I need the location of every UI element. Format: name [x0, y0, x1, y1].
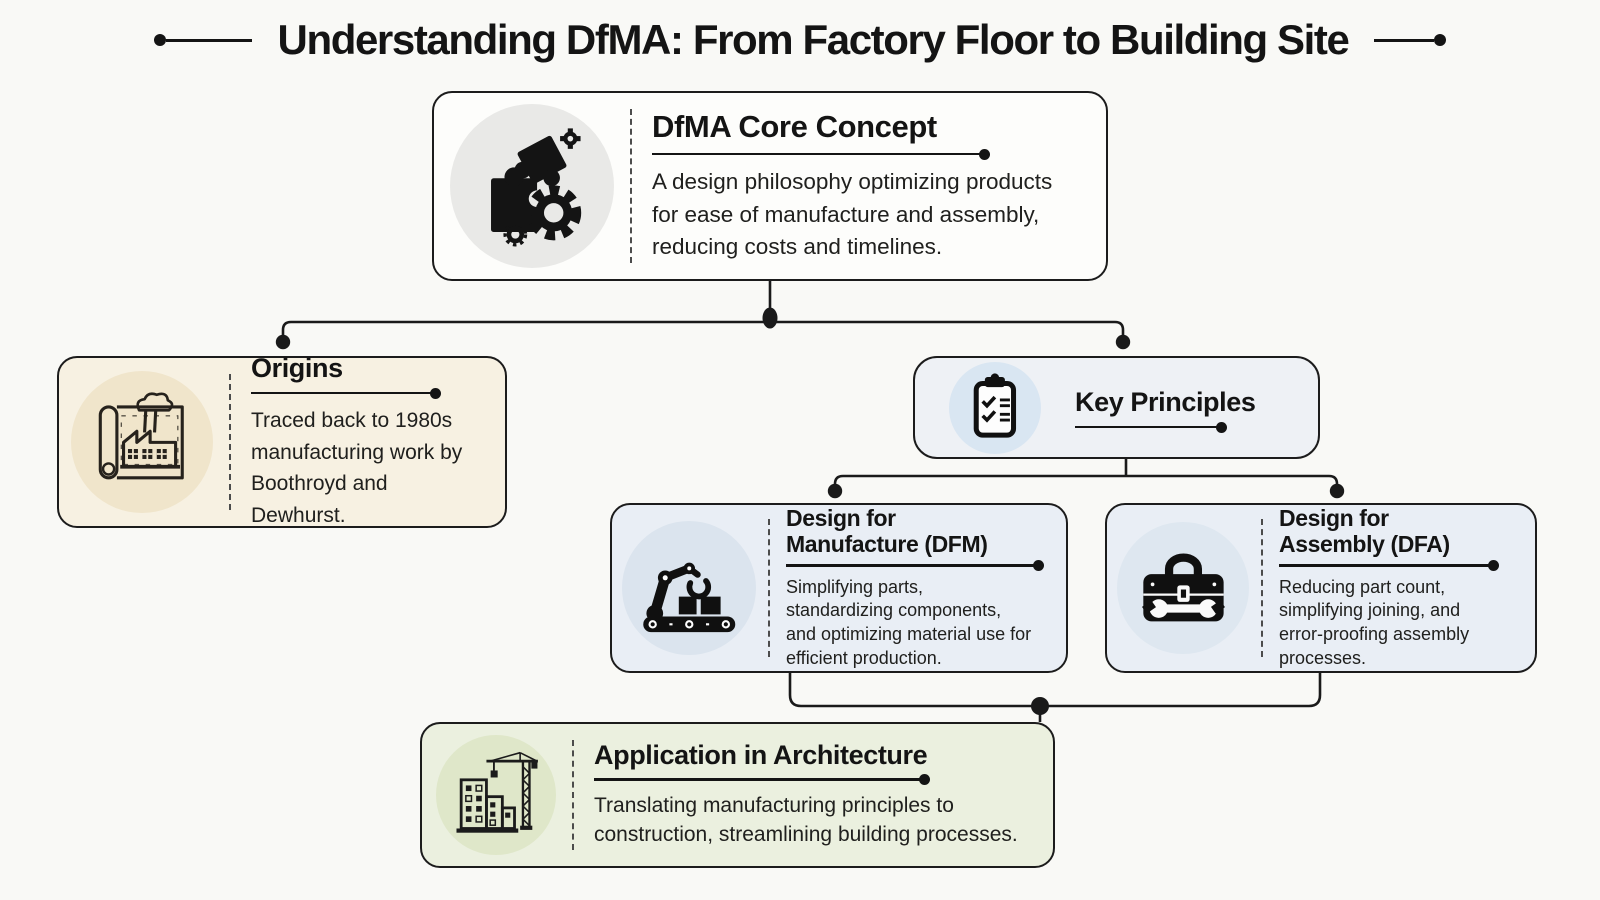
node-description: A design philosophy optimizing products …	[652, 169, 1053, 259]
junction-node	[1115, 334, 1131, 350]
dashed-divider	[572, 740, 574, 850]
page-title: Understanding DfMA: From Factory Floor t…	[277, 16, 1350, 63]
title-underline	[594, 773, 930, 786]
decoration-line	[1374, 38, 1435, 42]
node-title: Application in Architecture	[594, 739, 928, 770]
node-origins: Origins Traced back to 1980s manufacturi…	[57, 352, 507, 528]
node-title: Origins	[251, 352, 343, 383]
junction-node	[1329, 483, 1345, 499]
dashed-divider	[630, 109, 632, 263]
junction-node	[827, 483, 843, 499]
node-title: Design for Assembly (DFA)	[1279, 505, 1450, 558]
node-design-for-assembly: Design for Assembly (DFA) Reducing part …	[1105, 503, 1537, 673]
connector-branch-bottom	[788, 673, 1322, 708]
node-design-for-manufacture: Design for Manufacture (DFM) Simplifying…	[610, 503, 1068, 673]
node-title: Key Principles	[1075, 386, 1256, 417]
dashed-divider	[1261, 519, 1263, 657]
factory-blueprint-icon	[71, 371, 213, 513]
junction-node	[275, 334, 291, 350]
title-underline	[251, 387, 441, 400]
decoration-dot-icon	[1434, 34, 1447, 46]
connector-branch-top	[281, 320, 1125, 341]
node-description: Traced back to 1980s manufacturing work …	[251, 409, 463, 527]
building-crane-icon	[436, 735, 556, 855]
node-application-in-architecture: Application in Architecture Translating …	[420, 722, 1055, 868]
node-dfma-core-concept: DfMA Core Concept A design philosophy op…	[432, 91, 1108, 281]
title-underline	[1279, 559, 1499, 572]
junction-node	[762, 307, 778, 329]
title-underline	[652, 148, 990, 161]
checklist-clipboard-icon	[949, 361, 1041, 454]
title-decoration-left	[153, 34, 252, 46]
decoration-dot-icon	[153, 34, 166, 46]
node-description: Reducing part count, simplifying joining…	[1279, 576, 1470, 668]
gears-and-puzzle-icon	[450, 104, 614, 268]
title-decoration-right	[1374, 34, 1447, 46]
node-title: DfMA Core Concept	[652, 109, 937, 145]
robot-arm-conveyor-icon	[622, 521, 756, 655]
junction-node	[1031, 697, 1049, 715]
title-underline	[1075, 421, 1227, 434]
node-description: Simplifying parts, standardizing compone…	[786, 576, 1032, 668]
connector-branch-mid	[833, 474, 1339, 490]
title-row: Understanding DfMA: From Factory Floor t…	[0, 16, 1600, 64]
title-underline	[786, 559, 1044, 572]
node-key-principles: Key Principles	[913, 356, 1320, 459]
toolbox-wrench-icon	[1117, 522, 1249, 654]
node-title: Design for Manufacture (DFM)	[786, 505, 988, 558]
node-description: Translating manufacturing principles to …	[594, 793, 1018, 847]
decoration-line	[165, 38, 252, 42]
dashed-divider	[768, 519, 770, 657]
dashed-divider	[229, 374, 231, 510]
